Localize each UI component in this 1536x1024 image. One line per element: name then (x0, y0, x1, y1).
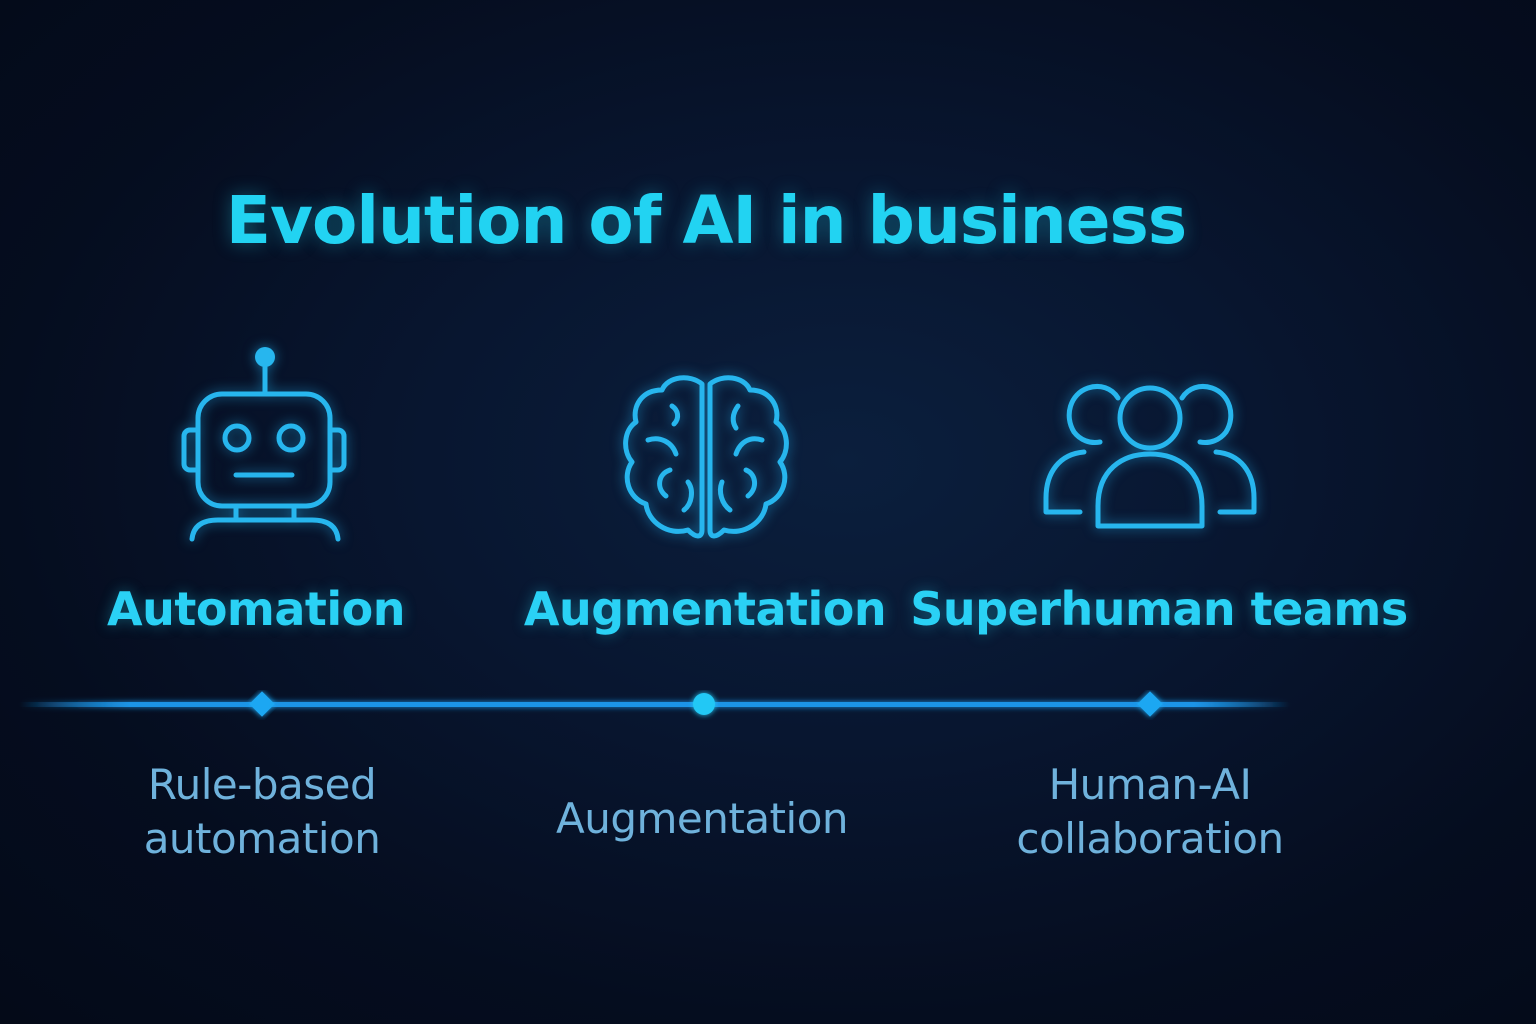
timeline (0, 690, 1536, 720)
robot-icon (180, 342, 350, 544)
caption-line: collaboration (1016, 814, 1284, 863)
caption-automation: Rule-based automation (52, 758, 472, 866)
caption-line: Augmentation (555, 794, 849, 843)
diagram-title: Evolution of AI in business (225, 182, 1187, 259)
brain-icon (618, 370, 790, 542)
stage-label-augmentation: Augmentation (523, 582, 887, 636)
stage-label-superhuman-teams: Superhuman teams (910, 582, 1408, 636)
caption-superhuman-teams: Human-AI collaboration (940, 758, 1360, 866)
caption-line: automation (143, 814, 381, 863)
caption-augmentation: Augmentation (492, 792, 912, 846)
timeline-marker-augmentation (693, 693, 715, 715)
stage-label-automation: Automation (106, 582, 406, 636)
timeline-marker-superhuman-teams (1137, 691, 1163, 717)
caption-line: Human-AI (1048, 760, 1252, 809)
team-icon (1040, 378, 1260, 534)
caption-line: Rule-based (147, 760, 377, 809)
timeline-marker-automation (249, 691, 275, 717)
